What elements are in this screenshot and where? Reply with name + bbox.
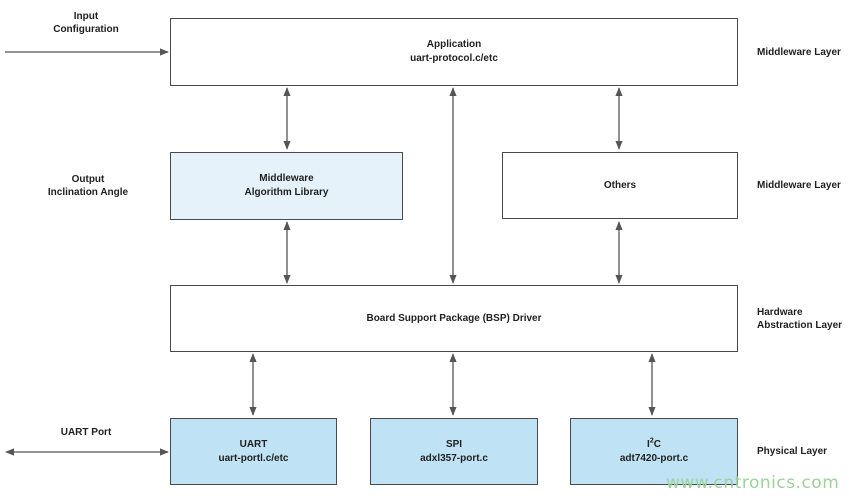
- application-file: uart-protocol.c/etc: [410, 53, 498, 64]
- middleware-algorithm-box: Middleware Algorithm Library: [170, 152, 403, 220]
- output-label-line1: Output: [71, 174, 105, 185]
- layer-label-middleware-1: Middleware Layer: [757, 46, 841, 59]
- uart-box: UART uart-portl.c/etc: [170, 418, 337, 485]
- others-title: Others: [603, 179, 637, 191]
- i2c-title: I2C: [647, 437, 661, 452]
- middleware-title: Middleware: [259, 173, 314, 184]
- layer-l3-line2: Abstraction Layer: [757, 320, 843, 331]
- others-box: Others: [502, 152, 738, 219]
- spi-file: adxl357-port.c: [420, 452, 488, 464]
- input-label-line1: Input: [73, 11, 99, 22]
- i2c-title-tail: C: [653, 438, 661, 450]
- i2c-file: adt7420-port.c: [619, 452, 689, 464]
- input-configuration-label: Input Configuration: [40, 10, 132, 36]
- spi-title: SPI: [445, 438, 463, 450]
- watermark-text: www.cntronics.com: [666, 473, 840, 493]
- bsp-driver-box: Board Support Package (BSP) Driver: [170, 285, 738, 352]
- layer-l2-text: Middleware Layer: [757, 180, 841, 191]
- application-title: Application: [426, 39, 482, 50]
- uart-port-text: UART Port: [60, 427, 112, 438]
- i2c-box: I2C adt7420-port.c: [570, 418, 738, 485]
- i2c-title-base: I: [647, 438, 650, 450]
- i2c-title-sup: 2: [649, 437, 654, 445]
- middleware-subtitle: Algorithm Library: [244, 187, 329, 198]
- layer-label-hardware-abstraction: Hardware Abstraction Layer: [757, 306, 842, 332]
- layer-l1-text: Middleware Layer: [757, 47, 841, 58]
- layer-l4-text: Physical Layer: [757, 446, 828, 457]
- input-label-line2: Configuration: [53, 24, 119, 35]
- application-box: Application uart-protocol.c/etc: [170, 18, 738, 86]
- output-inclination-label: Output Inclination Angle: [32, 173, 144, 199]
- uart-port-label: UART Port: [40, 426, 132, 439]
- spi-box: SPI adxl357-port.c: [370, 418, 538, 485]
- uart-title: UART: [239, 438, 268, 450]
- layer-l3-line1: Hardware: [757, 307, 803, 318]
- bsp-title: Board Support Package (BSP) Driver: [366, 312, 542, 324]
- layer-label-middleware-2: Middleware Layer: [757, 179, 841, 192]
- uart-file: uart-portl.c/etc: [218, 452, 289, 464]
- output-label-line2: Inclination Angle: [47, 187, 129, 198]
- layer-label-physical: Physical Layer: [757, 445, 827, 458]
